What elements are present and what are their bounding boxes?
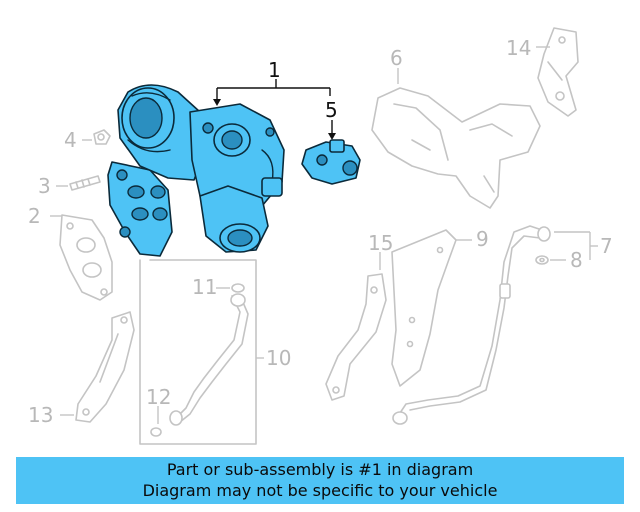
bracket-part-14[interactable]	[537, 27, 579, 117]
banner-line-2: Diagram may not be specific to your vehi…	[142, 481, 498, 500]
heat-shield-part[interactable]	[371, 87, 541, 209]
callout-5-leader	[328, 88, 336, 140]
callout-7[interactable]: 7	[600, 234, 613, 258]
callout-14[interactable]: 14	[506, 36, 531, 60]
turbocharger-assembly[interactable]	[107, 84, 285, 257]
callout-3[interactable]: 3	[38, 174, 51, 198]
callout-11[interactable]: 11	[192, 275, 217, 299]
stud-part[interactable]	[69, 175, 101, 191]
callout-6[interactable]: 6	[390, 46, 403, 70]
callout-15[interactable]: 15	[368, 231, 393, 255]
callout-5[interactable]: 5	[325, 98, 338, 122]
oil-line-part[interactable]	[392, 225, 551, 425]
gasket-part[interactable]	[59, 214, 113, 301]
callout-1[interactable]: 1	[268, 58, 281, 82]
nut-part[interactable]	[93, 129, 111, 145]
banner-line-1: Part or sub-assembly is #1 in diagram	[166, 460, 474, 479]
callout-10[interactable]: 10	[266, 346, 291, 370]
callout-7-leader	[554, 231, 598, 260]
bracket-plate-part[interactable]	[391, 229, 457, 387]
info-banner: Part or sub-assembly is #1 in diagram Di…	[16, 457, 624, 504]
washer-part-8[interactable]	[535, 255, 549, 265]
callout-1-leader	[213, 79, 330, 106]
coolant-line-kit-box[interactable]	[139, 259, 257, 445]
callout-2[interactable]: 2	[28, 204, 41, 228]
callout-13[interactable]: 13	[28, 403, 53, 427]
parts-diagram: 1 5	[28, 27, 613, 445]
callout-4[interactable]: 4	[64, 128, 77, 152]
callout-8[interactable]: 8	[570, 248, 583, 272]
bracket-part-15[interactable]	[325, 273, 387, 401]
callout-9[interactable]: 9	[476, 227, 489, 251]
wastegate-actuator[interactable]	[301, 139, 361, 185]
bracket-part-13[interactable]	[75, 311, 135, 423]
callout-12[interactable]: 12	[146, 385, 171, 409]
